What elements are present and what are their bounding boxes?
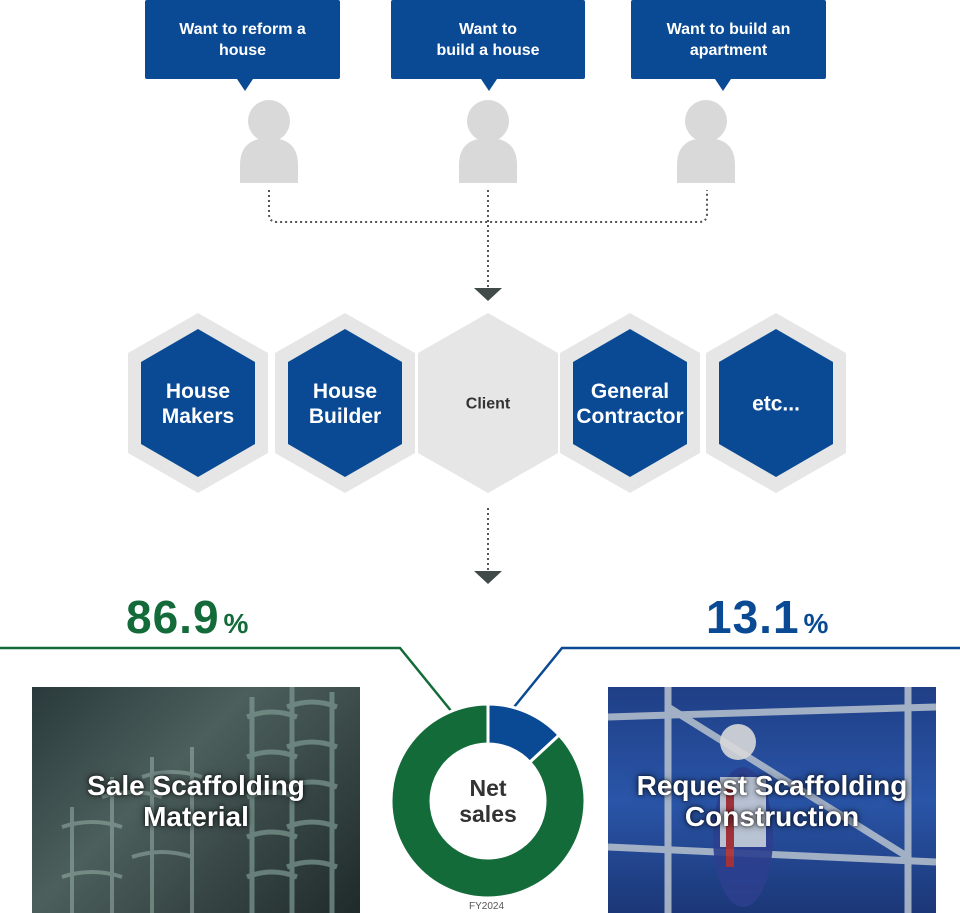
fiscal-year-label: FY2024: [469, 901, 505, 912]
scaffold-stack-graphic: [61, 687, 338, 913]
hex-house-builder: [275, 313, 415, 493]
person-icon: [240, 100, 298, 183]
sale-leader-line: [0, 646, 453, 713]
worker-graphic: [608, 687, 936, 913]
request-leader-line: [509, 646, 960, 713]
person-icon: [677, 100, 735, 183]
hex-label-client: Client: [465, 395, 511, 413]
sale-scaffolding-label: Sale Scaffolding Material: [87, 770, 305, 832]
hex-house-makers: [128, 313, 268, 493]
sale-percentage-value: 86.9: [126, 591, 220, 643]
net-sales-donut: [389, 702, 587, 900]
hex-label-general-contractor: General Contractor: [576, 380, 684, 428]
donut-hole: [431, 744, 545, 858]
need-bubble-build-house: Want to build a house: [391, 0, 585, 91]
request-percentage-value: 13.1: [706, 591, 800, 643]
donut-center-label: Net sales: [459, 775, 517, 827]
hex-label-etc: etc...: [752, 392, 800, 416]
sale-percentage: 86.9%: [126, 590, 249, 644]
down-arrow-icon: [474, 288, 502, 301]
request-scaffolding-label: Request Scaffolding Construction: [636, 770, 908, 832]
need-bubble-reform: Want to reform a house: [145, 0, 340, 91]
hex-etc: [706, 313, 846, 493]
flow-connector: [268, 190, 708, 570]
request-percentage: 13.1%: [706, 590, 829, 644]
person-icon: [459, 100, 517, 183]
down-arrow-icon: [474, 571, 502, 584]
need-bubble-apartment: Want to build an apartment: [631, 0, 826, 91]
hex-general-contractor: [560, 313, 700, 493]
request-percentage-unit: %: [803, 608, 830, 639]
hex-client: [418, 313, 558, 493]
hex-label-house-builder: House Builder: [308, 380, 382, 428]
hex-label-house-makers: House Makers: [161, 380, 235, 428]
request-scaffolding-photo: Request Scaffolding Construction: [608, 687, 936, 913]
sale-percentage-unit: %: [223, 608, 250, 639]
sale-scaffolding-photo: Sale Scaffolding Material: [32, 687, 360, 913]
